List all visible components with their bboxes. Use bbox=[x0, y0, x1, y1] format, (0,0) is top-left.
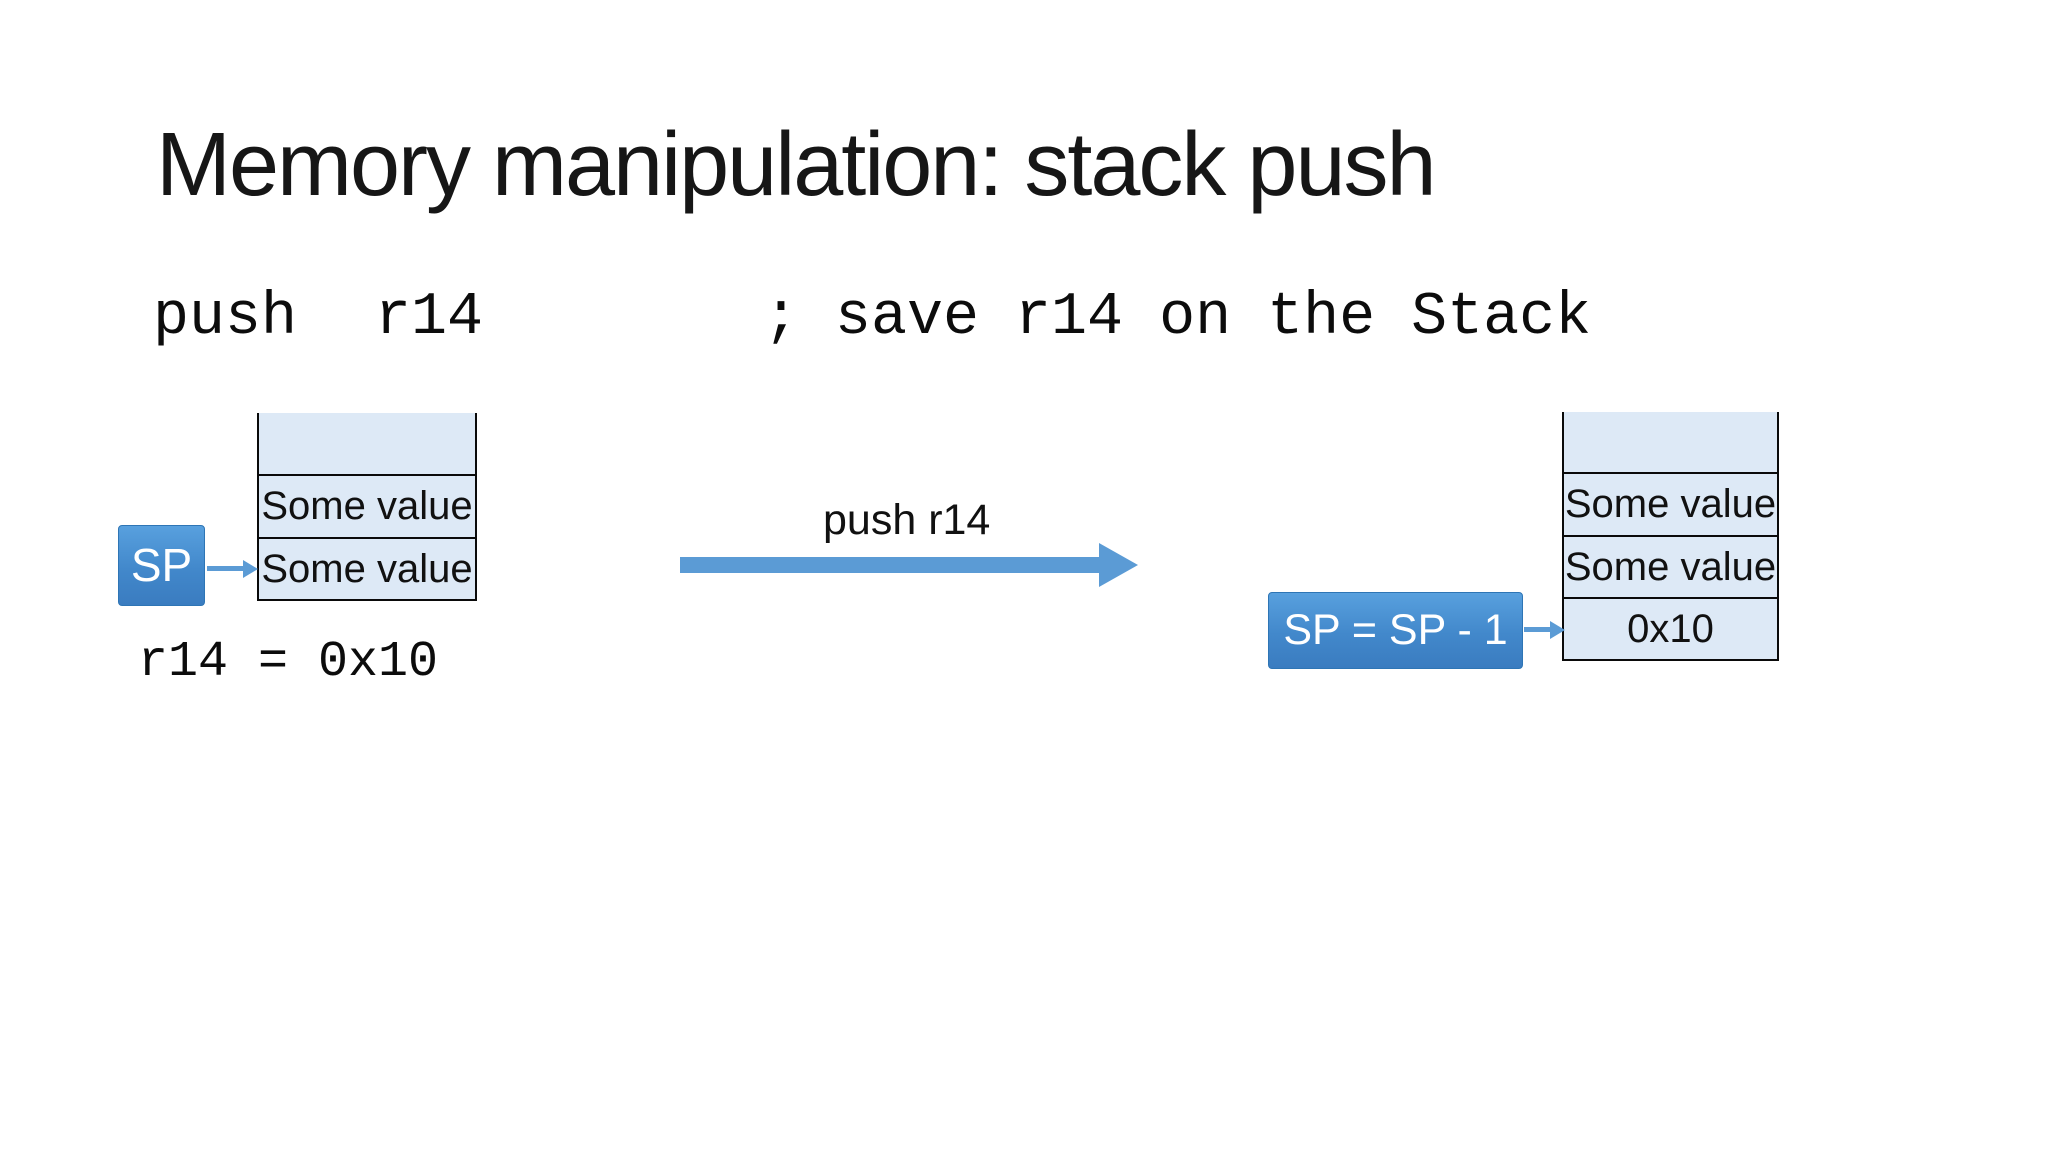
memory-cell-empty bbox=[1564, 412, 1777, 472]
memory-cell-empty bbox=[259, 413, 475, 474]
sp-pointer-box: SP bbox=[118, 525, 205, 606]
stack-after: Some value Some value 0x10 bbox=[1562, 412, 1779, 661]
sp-update-pointer-box: SP = SP - 1 bbox=[1268, 592, 1523, 669]
memory-cell: Some value bbox=[259, 537, 475, 599]
register-note: r14 = 0x10 bbox=[138, 634, 439, 691]
push-arrow-icon bbox=[680, 557, 1100, 573]
sp-update-arrow-icon bbox=[1524, 627, 1551, 632]
sp-update-arrowhead-icon bbox=[1550, 621, 1565, 639]
sp-arrow-icon bbox=[207, 566, 244, 571]
sp-arrowhead-icon bbox=[243, 560, 258, 578]
memory-cell-pushed-value: 0x10 bbox=[1564, 597, 1777, 659]
slide-title: Memory manipulation: stack push bbox=[156, 115, 1437, 215]
push-arrowhead-icon bbox=[1099, 543, 1138, 587]
code-comment: ; save r14 on the Stack bbox=[763, 284, 1592, 352]
stack-before: Some value Some value bbox=[257, 413, 477, 601]
code-operand: r14 bbox=[375, 284, 484, 352]
memory-cell: Some value bbox=[1564, 535, 1777, 597]
transition-label: push r14 bbox=[823, 496, 991, 544]
memory-cell: Some value bbox=[259, 474, 475, 537]
memory-cell: Some value bbox=[1564, 472, 1777, 535]
code-mnemonic: push bbox=[153, 284, 298, 352]
